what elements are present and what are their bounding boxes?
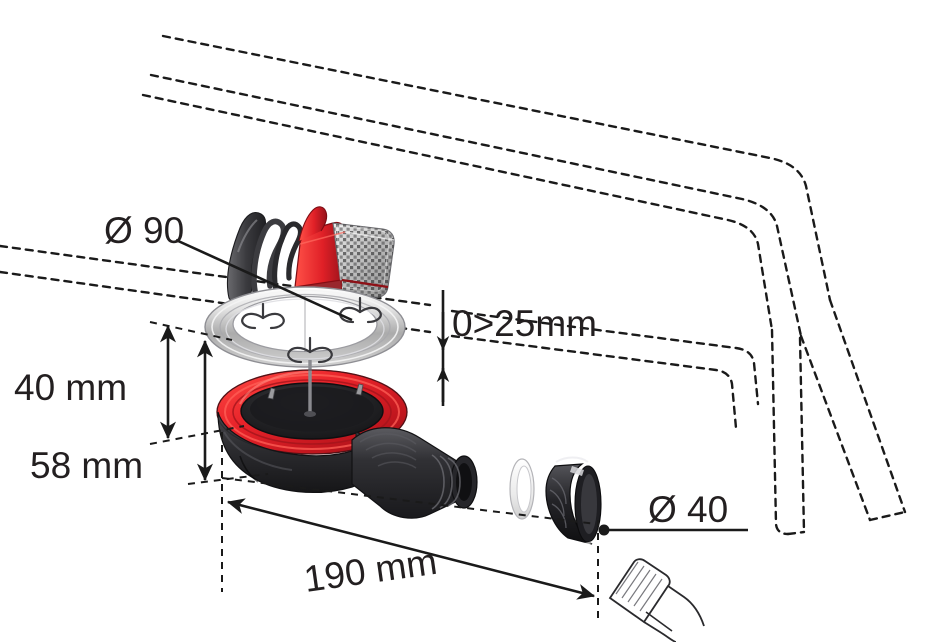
part-cleaning-brush — [608, 558, 705, 642]
tray-inner-edge — [141, 93, 774, 332]
part-chrome-ring — [204, 286, 406, 368]
ring-mounting-clips — [241, 296, 382, 414]
tray-top-back-edge — [161, 34, 832, 302]
label-diameter-outlet: Ø 40 — [648, 489, 728, 530]
label-height-inner: 40 mm — [14, 367, 127, 408]
label-tray-thickness: 0>25mm — [452, 303, 597, 344]
dimension-height-outer: 58 mm — [30, 339, 269, 486]
part-hair-catcher — [226, 211, 304, 303]
tray-left-top-edge — [0, 244, 432, 307]
tray-right-inner-drop — [799, 334, 872, 522]
tray-top-front-edge — [149, 73, 803, 338]
dimension-diameter-outlet: Ø 40 — [598, 489, 748, 536]
part-white-seal-ring — [509, 458, 535, 520]
ext-line-40mm-bottom — [149, 425, 245, 445]
shower-tray-outline — [0, 34, 907, 536]
dimension-diameter-top: Ø 90 — [104, 210, 353, 322]
label-diameter-top: Ø 90 — [104, 210, 184, 251]
tray-corner-vertical-inner — [798, 336, 806, 534]
gasket-screw-posts — [267, 360, 364, 417]
tray-right-foot — [868, 510, 907, 522]
tray-left-lower-edge — [0, 270, 432, 334]
label-length-total: 190 mm — [301, 541, 439, 600]
dimension-tray-thickness: 0>25mm — [436, 290, 597, 406]
part-outlet-pipe — [351, 427, 478, 519]
tray-corner-vertical-outer — [770, 328, 790, 536]
ext-line-40mm-top — [149, 321, 233, 341]
tray-mid-front-band-bottom — [450, 334, 738, 430]
leader-line-diameter-top — [175, 238, 353, 322]
dimension-height-inner: 40 mm — [14, 321, 245, 445]
arrow-190mm — [226, 498, 596, 600]
tray-corner-foot — [786, 530, 806, 536]
label-height-outer: 58 mm — [30, 445, 143, 486]
part-grille-cover — [294, 206, 395, 298]
part-collar-nut — [545, 456, 602, 546]
tray-mid-front-band-top — [450, 309, 760, 406]
tray-right-outer-drop — [828, 298, 907, 514]
